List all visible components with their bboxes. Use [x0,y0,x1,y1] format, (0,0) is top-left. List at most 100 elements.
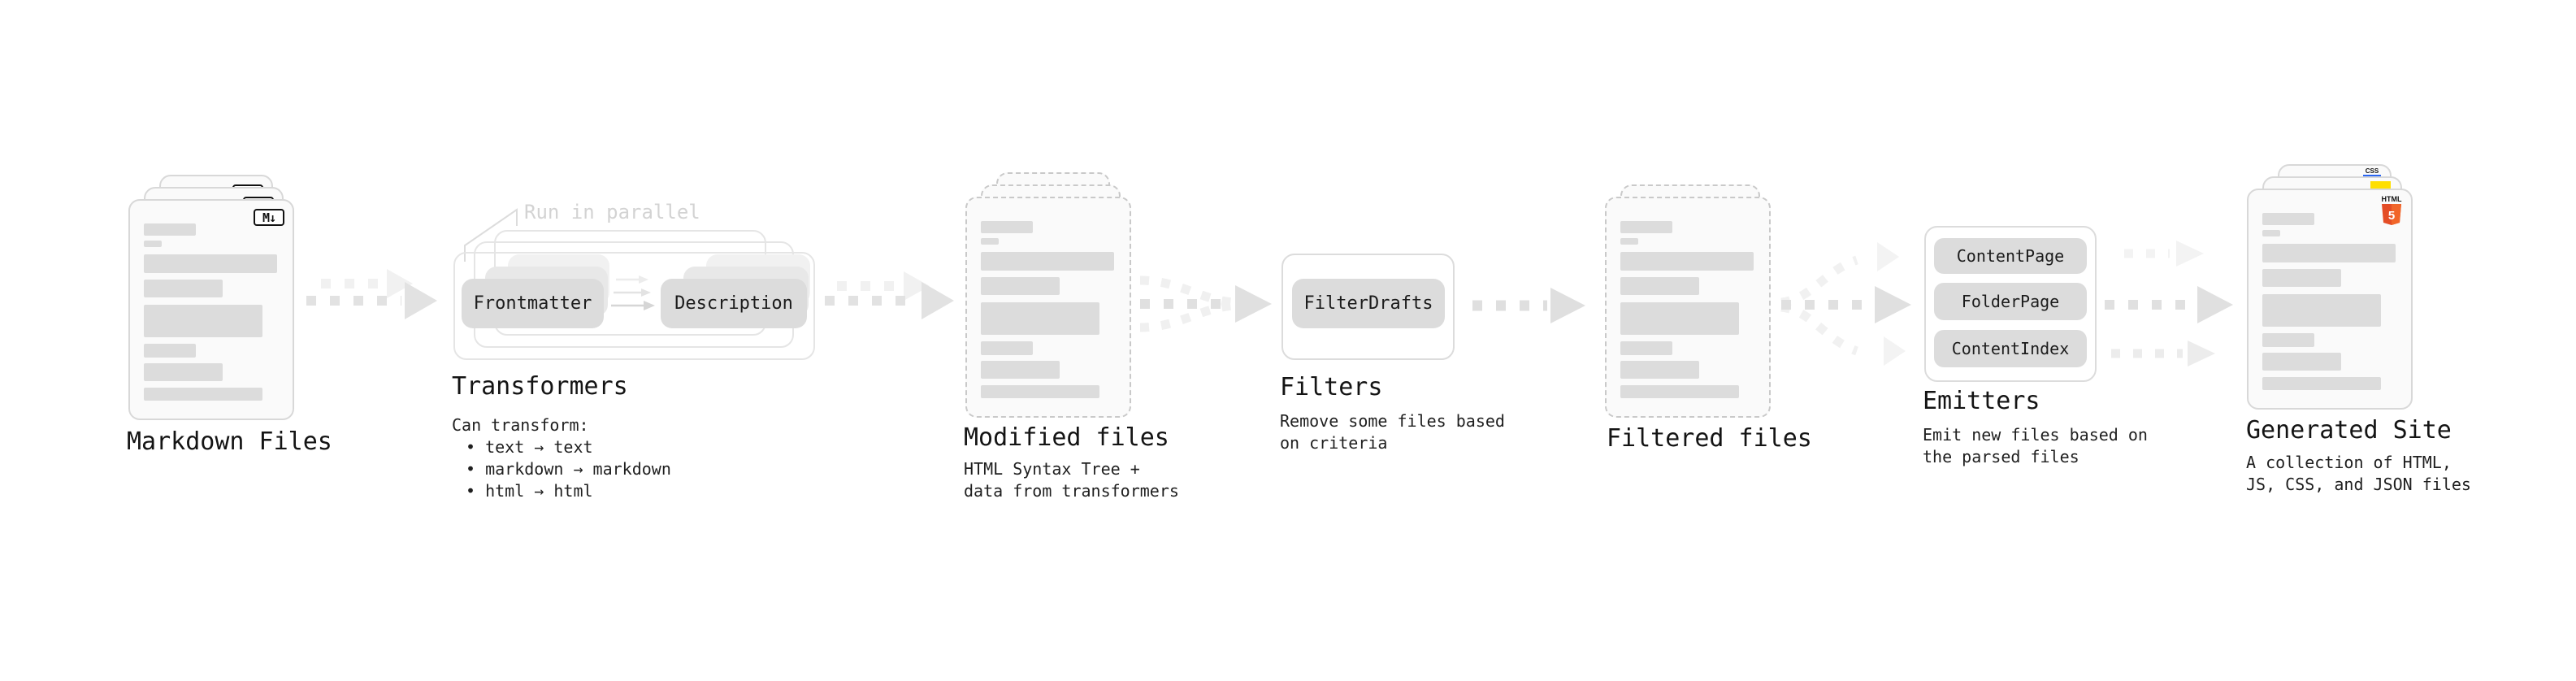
desc-line: A collection of HTML, [2246,453,2452,472]
arrow-head [1235,285,1272,323]
flow-arrow-emitters-to-generated [2105,241,2233,367]
desc-line: the parsed files [1923,447,2079,466]
arrow-head [2176,241,2204,267]
arrow-head [1877,242,1899,271]
pill-description: Description [661,279,807,328]
content-line-bar [2262,377,2381,390]
arrow-head [2197,286,2233,323]
content-line-bar [2262,230,2280,236]
pill-contentindex: ContentIndex [1934,330,2087,367]
stage-description-emitters: Emit new files based on the parsed files [1923,424,2148,468]
pill-contentpage: ContentPage [1934,238,2087,274]
content-line-bar [981,302,1099,335]
desc-bullet: • text → text [466,437,593,457]
content-line-bar [1620,385,1739,398]
file-content-placeholder [144,223,277,401]
flow-arrow-filtered-to-emitters [1780,242,1911,366]
html5-icon: HTML 5 [2380,194,2403,227]
transformer-step-arrows [611,275,655,310]
arrow-head [1884,336,1906,366]
stage-title-filtered: Filtered files [1607,424,1812,453]
desc-line: data from transformers [964,481,1179,501]
content-line-bar [1620,341,1672,355]
arrow-curve [1780,255,1858,307]
content-line-bar [144,280,223,297]
content-line-bar [144,388,262,401]
desc-line: on criteria [1280,433,1388,453]
html5-shield-light [2392,204,2401,225]
arrow-curve [1139,275,1234,307]
content-line-bar [144,305,262,337]
run-in-parallel-note: Run in parallel [524,201,700,223]
content-line-bar [144,241,162,247]
file-content-placeholder [981,221,1114,398]
html5-icon-number: 5 [2388,209,2395,223]
arrow-head [1875,286,1911,323]
arrow-head [2188,340,2215,367]
content-line-bar [981,221,1033,233]
html5-icon-label: HTML [2382,195,2402,203]
stage-title-transformers: Transformers [452,372,628,401]
content-line-bar [1620,238,1638,245]
stage-description-filters: Remove some files based on criteria [1280,410,1505,454]
flow-arrow-filters-to-filtered [1472,288,1585,323]
flow-arrow-transformers-to-modified [825,271,954,319]
content-line-bar [1620,302,1739,335]
content-line-bar [981,238,999,245]
content-line-bar [1620,252,1754,271]
pill-frontmatter: Frontmatter [462,279,604,328]
stage-description-transformers: Can transform: • text → text • markdown … [452,414,671,502]
stage-description-modified: HTML Syntax Tree + data from transformer… [964,458,1179,502]
stage-title-modified: Modified files [964,423,1169,452]
desc-line: JS, CSS, and JSON files [2246,475,2471,494]
desc-bullet: • html → html [466,481,593,501]
arrow-curve [1139,301,1234,332]
stage-title-filters: Filters [1280,373,1383,401]
transformer-container-front [453,252,815,360]
content-line-bar [981,341,1033,355]
css-icon-label: CSS [2365,167,2379,175]
content-line-bar [1620,277,1699,295]
content-line-bar [2262,244,2396,262]
file-card-front: HTML 5 [2247,189,2413,410]
content-line-bar [144,363,223,381]
pill-folderpage: FolderPage [1934,283,2087,320]
arrow-head [1550,288,1585,323]
content-line-bar [981,361,1060,379]
desc-line: Remove some files based [1280,411,1505,431]
stage-title-emitters: Emitters [1923,387,2040,415]
content-line-bar [981,277,1060,295]
arrow-head [904,271,930,301]
arrow-head [922,282,954,319]
content-line-bar [2262,213,2314,225]
file-card-front: M↓ [128,199,294,420]
flow-arrow-modified-to-filters [1139,275,1272,332]
desc-bullet: • markdown → markdown [466,459,671,479]
content-line-bar [1620,221,1672,233]
markdown-icon: M↓ [254,209,284,226]
content-line-bar [144,254,277,273]
content-line-bar [1620,361,1699,379]
desc-line: HTML Syntax Tree + [964,459,1140,479]
file-card-front [1605,197,1771,418]
desc-line: Emit new files based on [1923,425,2148,445]
file-content-placeholder [1620,221,1754,398]
flow-arrow-markdown-to-transformers [306,269,437,319]
content-line-bar [981,385,1099,398]
stage-title-markdown: Markdown Files [127,427,332,456]
stage-description-generated: A collection of HTML, JS, CSS, and JSON … [2246,452,2471,496]
pill-filterdrafts: FilterDrafts [1292,279,1445,328]
arrow-head [644,301,655,310]
js-yellow-square [2370,181,2391,190]
content-line-bar [2262,294,2381,327]
file-card-front [965,197,1131,418]
arrow-head [387,269,413,298]
content-line-bar [144,344,196,358]
content-line-bar [144,223,196,236]
content-line-bar [2262,269,2341,287]
arrow-head [641,288,651,297]
arrow-head [405,282,437,319]
content-line-bar [2262,353,2341,371]
file-content-placeholder [2262,213,2396,390]
